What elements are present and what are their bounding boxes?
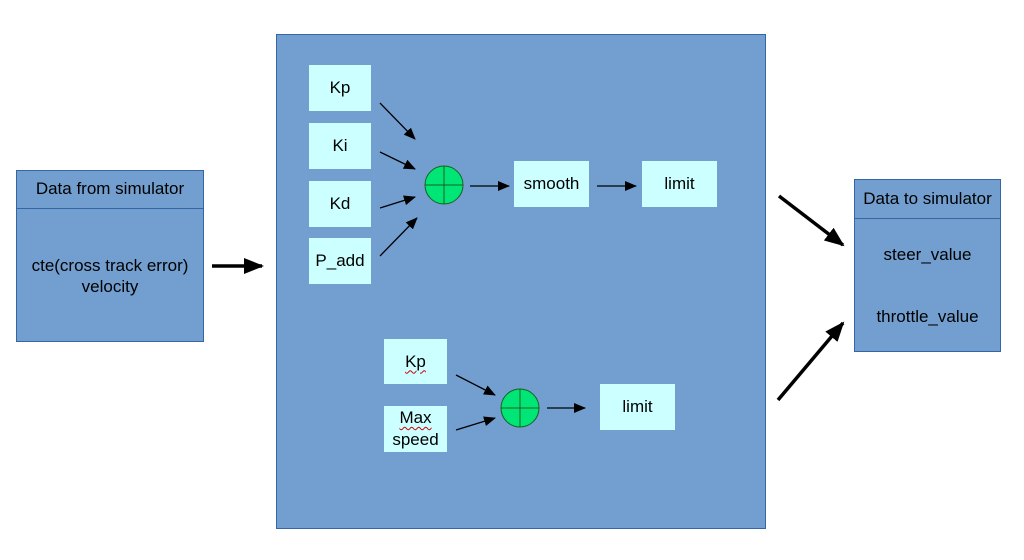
steer-sum-junction — [424, 165, 464, 205]
input-velocity-label: velocity — [81, 277, 139, 296]
output-throttle-label: throttle_value — [876, 307, 979, 326]
max-speed-label-line2: speed — [392, 430, 439, 449]
kp-to-sum-arrow — [379, 102, 416, 140]
max-speed-box: Max speed — [383, 405, 448, 453]
input-panel: Data from simulator cte(cross track erro… — [16, 170, 204, 342]
throttle-kp-to-sum-arrow — [455, 374, 496, 396]
padd-to-sum-arrow — [379, 217, 418, 257]
output-panel: Data to simulator steer_value throttle_v… — [854, 179, 1001, 352]
throttle-limit-box: limit — [599, 383, 676, 431]
input-cte-label: cte(cross track error) — [31, 256, 189, 275]
input-panel-values: cte(cross track error) velocity — [17, 255, 203, 297]
throttle-sum-junction — [500, 388, 540, 428]
smooth-box: smooth — [513, 160, 590, 208]
gain-ki-box: Ki — [308, 122, 372, 170]
steer-limit-box: limit — [641, 160, 718, 208]
ki-to-sum-arrow — [379, 151, 416, 170]
max-speed-label-line1: Max — [399, 408, 432, 427]
gain-padd-box: P_add — [308, 237, 372, 285]
steer-output-arrow — [777, 194, 845, 247]
kd-to-sum-arrow — [379, 195, 416, 209]
gain-kd-box: Kd — [308, 180, 372, 228]
throttle-kp-label: Kp — [405, 351, 426, 371]
output-steer-label: steer_value — [883, 245, 972, 264]
gain-kp-box: Kp — [308, 64, 372, 112]
input-panel-title: Data from simulator — [17, 171, 203, 209]
output-panel-title: Data to simulator — [855, 180, 1000, 219]
throttle-output-arrow — [776, 321, 845, 402]
throttle-kp-box: Kp — [383, 338, 448, 385]
max-speed-to-sum-arrow — [455, 416, 496, 431]
